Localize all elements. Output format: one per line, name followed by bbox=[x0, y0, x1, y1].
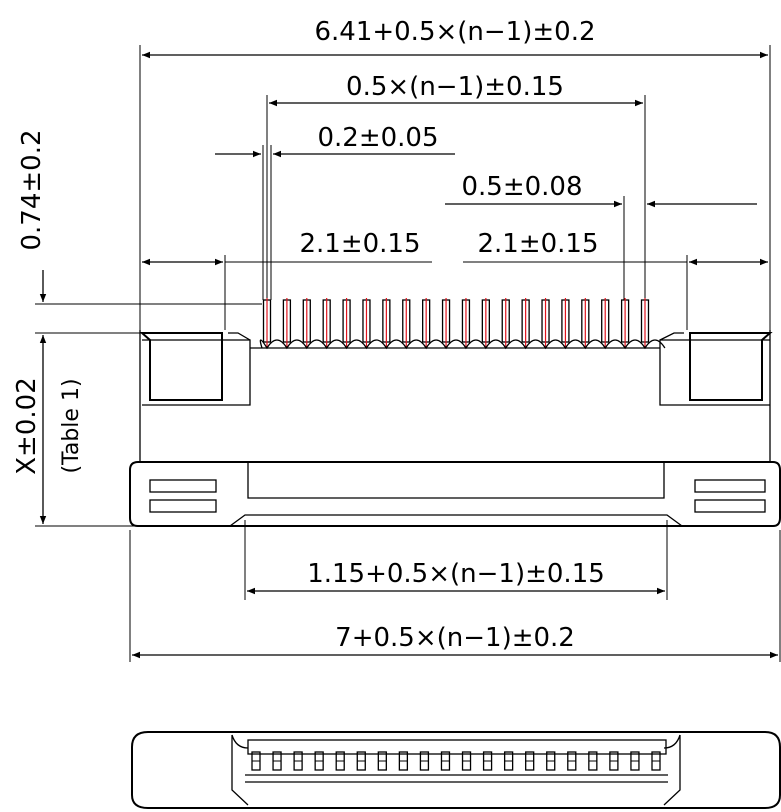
left-latch-slot-upper bbox=[149, 479, 217, 493]
connector-front-view bbox=[131, 731, 781, 809]
dim-inner-bottom-label: 1.15+0.5×(n−1)±0.15 bbox=[307, 559, 605, 589]
dim-overall-bottom-label: 7+0.5×(n−1)±0.2 bbox=[335, 623, 575, 653]
dim-overall-top: 6.41+0.5×(n−1)±0.2 bbox=[139, 17, 771, 330]
front-contact-pins bbox=[251, 751, 661, 771]
dim-pitch: 0.5±0.08 bbox=[445, 172, 757, 300]
dim-height-x-label: X±0.02 bbox=[12, 377, 42, 475]
right-latch-slot-upper bbox=[694, 479, 766, 493]
dim-height-top: 0.74±0.2 bbox=[17, 129, 262, 334]
dim-right-offset-label: 2.1±0.15 bbox=[477, 229, 598, 259]
dim-inner-bottom: 1.15+0.5×(n−1)±0.15 bbox=[244, 520, 668, 600]
right-latch-slot-lower bbox=[694, 499, 766, 513]
contact-pins bbox=[259, 298, 666, 350]
dim-overall-top-label: 6.41+0.5×(n−1)±0.2 bbox=[314, 17, 595, 47]
dim-overall-bottom: 7+0.5×(n−1)±0.2 bbox=[129, 530, 781, 662]
dim-left-offset-label: 2.1±0.15 bbox=[299, 229, 420, 259]
connector-top-view bbox=[129, 298, 781, 527]
dim-pitch-span-label: 0.5×(n−1)±0.15 bbox=[346, 72, 564, 102]
dim-height-top-label: 0.74±0.2 bbox=[17, 129, 47, 250]
dim-pitch-span: 0.5×(n−1)±0.15 bbox=[266, 72, 646, 300]
dim-left-offset: 2.1±0.15 bbox=[142, 229, 432, 330]
contact-comb bbox=[259, 339, 666, 350]
base-plate bbox=[129, 461, 781, 527]
dim-pitch-label: 0.5±0.08 bbox=[461, 172, 582, 202]
left-latch-slot-lower bbox=[149, 499, 217, 513]
right-housing bbox=[689, 332, 773, 401]
dim-height-x: X±0.02 (Table 1) bbox=[12, 335, 140, 527]
dim-table-ref-label: (Table 1) bbox=[59, 378, 84, 473]
dim-right-offset: 2.1±0.15 bbox=[463, 229, 768, 330]
dim-pin-width-label: 0.2±0.05 bbox=[317, 123, 438, 153]
dim-pin-width: 0.2±0.05 bbox=[215, 123, 455, 300]
left-housing bbox=[139, 332, 223, 401]
